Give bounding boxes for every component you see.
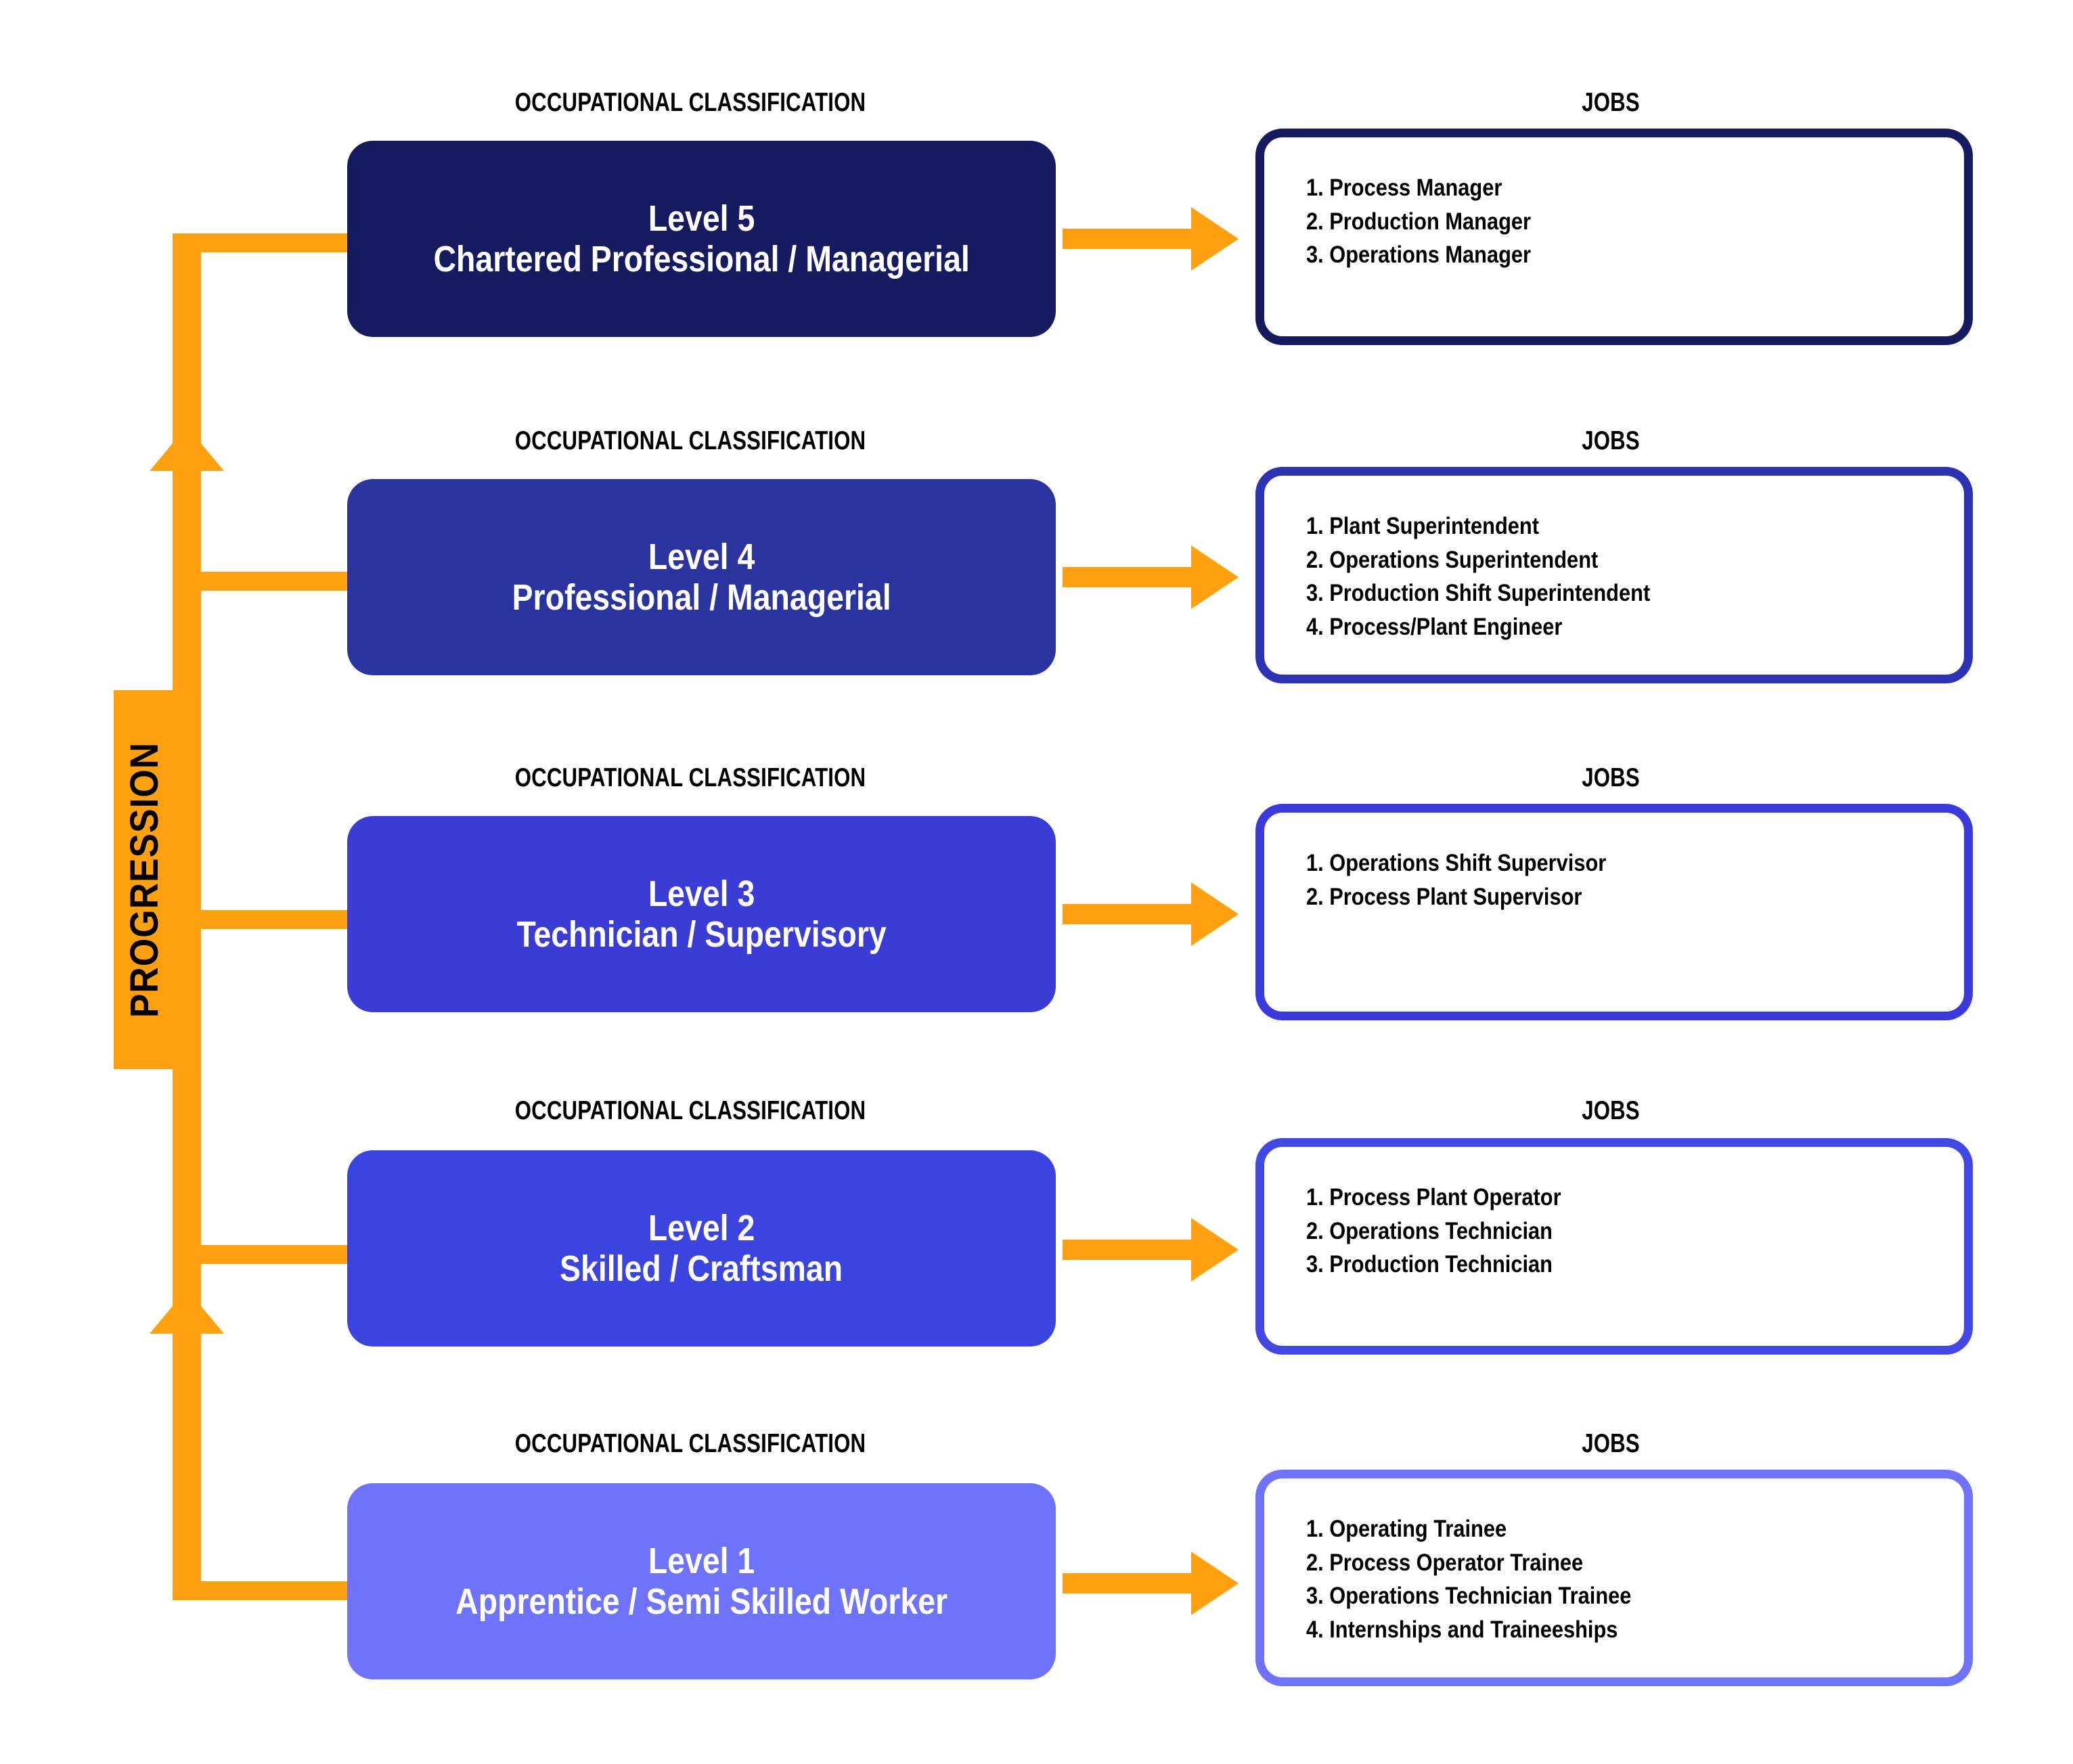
job-item: 1. Process Manager [1306,175,1502,201]
level-subtitle-level-1: Apprentice / Semi Skilled Worker [455,1581,948,1622]
job-item: 3. Operations Manager [1306,242,1532,269]
branch-level-5 [173,233,362,252]
branch-level-4 [173,572,362,591]
level-subtitle-level-4: Professional / Managerial [512,577,891,618]
job-item: 4. Internships and Traineeships [1306,1616,1618,1644]
jobs-header-level-1: JOBS [1582,1429,1640,1458]
job-item: 2. Production Manager [1306,208,1532,235]
jobs-header-level-3: JOBS [1582,763,1640,792]
progression-label: PROGRESSION [122,742,166,1018]
flow-arrow-head-level-1 [1191,1552,1239,1615]
level-box-level-3[interactable]: Level 3 Technician / Supervisory [347,816,1056,1012]
level-title-level-3: Level 3 [648,873,755,914]
branch-level-1 [173,1581,362,1600]
occupational-classification-header-level-4: OCCUPATIONAL CLASSIFICATION [514,426,866,455]
job-item: 2. Operations Technician [1306,1217,1553,1244]
level-box-level-4[interactable]: Level 4 Professional / Managerial [347,479,1056,675]
branch-level-3 [173,910,362,929]
occupational-classification-header-level-1: OCCUPATIONAL CLASSIFICATION [514,1429,866,1458]
progression-arrowhead-bottom [150,1289,224,1334]
flow-arrow-shaft-level-2 [1063,1240,1206,1260]
jobs-box-level-5[interactable]: 1. Process Manager 2. Production Manager… [1255,129,1973,345]
level-title-level-2: Level 2 [648,1207,755,1248]
jobs-header-level-4: JOBS [1582,426,1640,455]
jobs-header-level-2: JOBS [1582,1096,1640,1125]
job-item: 3. Production Shift Superintendent [1306,580,1651,607]
level-box-level-2[interactable]: Level 2 Skilled / Craftsman [347,1150,1056,1347]
job-item: 3. Operations Technician Trainee [1306,1583,1632,1610]
job-item: 1. Operations Shift Supervisor [1306,850,1607,876]
level-subtitle-level-5: Chartered Professional / Managerial [433,239,970,279]
level-box-level-5[interactable]: Level 5 Chartered Professional / Manager… [347,141,1056,337]
progression-arrowhead-top [150,426,224,471]
flow-arrow-head-level-4 [1191,545,1239,609]
jobs-box-level-2[interactable]: 1. Process Plant Operator 2. Operations … [1255,1138,1973,1355]
branch-level-2 [173,1245,362,1264]
job-item: 4. Process/Plant Engineer [1306,614,1563,641]
job-item: 2. Process Operator Trainee [1306,1549,1584,1576]
occupational-classification-header-level-3: OCCUPATIONAL CLASSIFICATION [514,763,866,792]
flow-arrow-head-level-2 [1191,1218,1239,1282]
job-item: 1. Operating Trainee [1306,1516,1507,1542]
job-item: 3. Production Technician [1306,1251,1553,1278]
flow-arrow-head-level-3 [1191,882,1239,946]
jobs-box-level-1[interactable]: 1. Operating Trainee 2. Process Operator… [1255,1470,1973,1686]
flow-arrow-shaft-level-4 [1063,567,1206,587]
level-subtitle-level-2: Skilled / Craftsman [560,1248,843,1289]
occupational-classification-header-level-2: OCCUPATIONAL CLASSIFICATION [514,1096,866,1125]
level-title-level-1: Level 1 [648,1540,755,1581]
progression-label-block: PROGRESSION [114,690,175,1069]
flow-arrow-shaft-level-5 [1063,229,1206,249]
job-item: 1. Plant Superintendent [1306,513,1539,539]
job-item: 2. Process Plant Supervisor [1306,883,1582,910]
level-subtitle-level-3: Technician / Supervisory [516,914,887,955]
job-item: 2. Operations Superintendent [1306,546,1599,573]
level-title-level-4: Level 4 [648,536,755,577]
flow-arrow-shaft-level-3 [1063,904,1206,924]
occupational-classification-header-level-5: OCCUPATIONAL CLASSIFICATION [514,88,866,117]
job-item: 1. Process Plant Operator [1306,1184,1561,1211]
flow-arrow-head-level-5 [1191,207,1239,271]
jobs-box-level-4[interactable]: 1. Plant Superintendent 2. Operations Su… [1255,467,1973,683]
jobs-box-level-3[interactable]: 1. Operations Shift Supervisor 2. Proces… [1255,804,1973,1020]
jobs-header-level-5: JOBS [1582,88,1640,117]
progression-spine-upper [173,233,201,1350]
level-box-level-1[interactable]: Level 1 Apprentice / Semi Skilled Worker [347,1483,1056,1679]
level-title-level-5: Level 5 [648,198,755,239]
progression-spine-lower [173,1286,201,1600]
flow-arrow-shaft-level-1 [1063,1573,1206,1593]
